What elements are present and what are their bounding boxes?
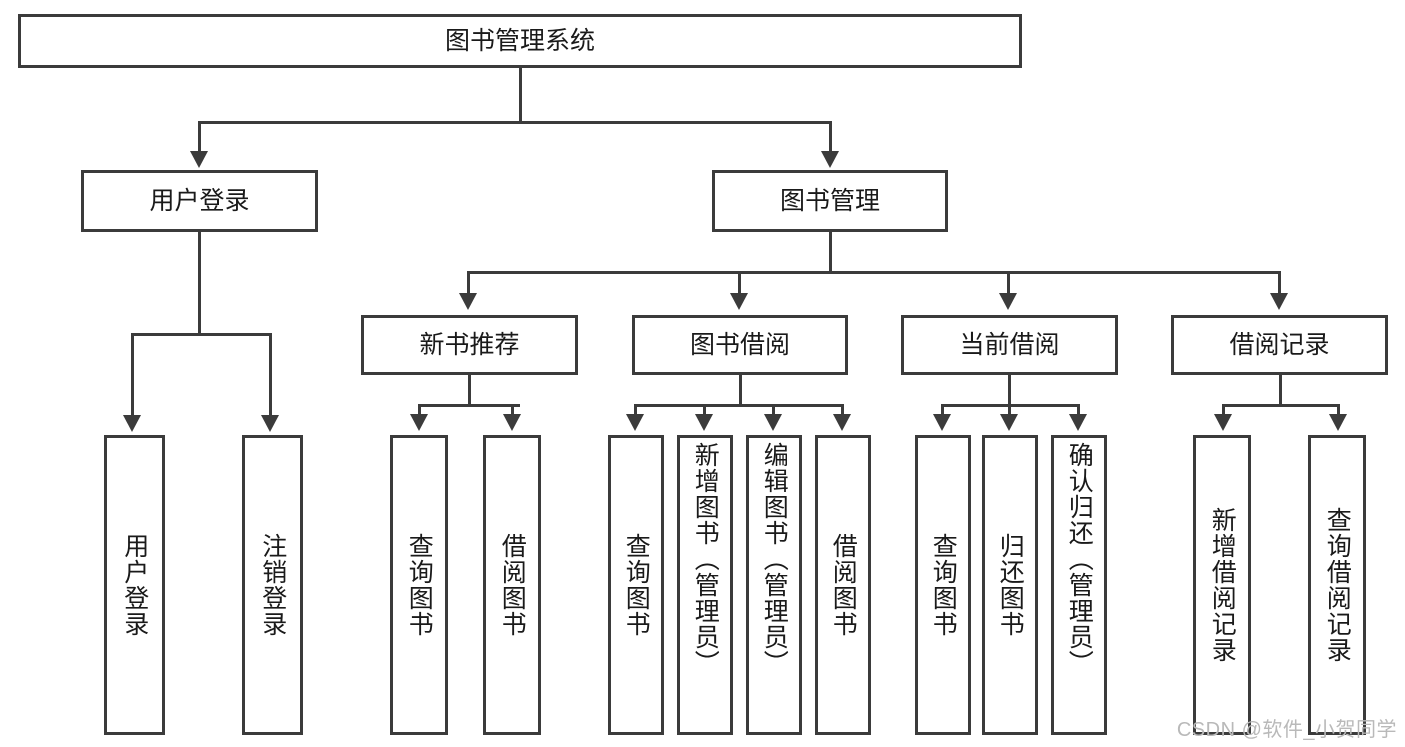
node-label: 确认归还（管理员）: [1065, 442, 1094, 676]
connector-cb-stem: [1008, 375, 1011, 406]
node-current-borrow[interactable]: 当前借阅: [901, 315, 1118, 375]
node-borrow-record[interactable]: 借阅记录: [1171, 315, 1388, 375]
connector-bb-to-leaf-2: [703, 404, 706, 416]
leaf-new-book-borrow-book[interactable]: 借阅图书: [483, 435, 541, 735]
leaf-new-book-query-book[interactable]: 查询图书: [390, 435, 448, 735]
connector-bb-to-leaf-3: [772, 404, 775, 416]
node-label: 借阅图书: [829, 533, 858, 637]
node-label: 图书管理: [779, 186, 880, 215]
connector-nbr-to-leaf-1: [418, 404, 421, 416]
connector-br-bus: [1222, 404, 1340, 407]
node-label: 用户登录: [120, 533, 149, 637]
connector-root-bus: [198, 121, 832, 124]
leaf-book-borrow-add-book-admin[interactable]: 新增图书（管理员）: [677, 435, 733, 735]
connector-bm-to-book-borrow: [738, 271, 741, 295]
arrow-bm-to-book-borrow: [730, 293, 748, 310]
connector-user-login-stem: [198, 232, 201, 333]
connector-root-to-book-management: [829, 121, 832, 153]
arrow-bm-to-borrow-record: [1270, 293, 1288, 310]
arrow-root-to-user-login: [190, 151, 208, 168]
arrow-user-login-to-leaf-2: [261, 415, 279, 432]
node-label: 归还图书: [996, 533, 1025, 637]
node-label: 借阅记录: [1229, 330, 1330, 359]
arrow-bb-to-leaf-4: [833, 414, 851, 431]
leaf-borrow-record-query-record[interactable]: 查询借阅记录: [1308, 435, 1366, 735]
node-label: 查询图书: [405, 533, 434, 637]
arrow-nbr-to-leaf-1: [410, 414, 428, 431]
node-user-login[interactable]: 用户登录: [81, 170, 318, 232]
node-label: 查询借阅记录: [1323, 507, 1352, 663]
connector-root-to-user-login: [198, 121, 201, 153]
connector-nbr-stem: [468, 375, 471, 406]
connector-bm-to-new-book-recommend: [467, 271, 470, 295]
node-book-borrow[interactable]: 图书借阅: [632, 315, 848, 375]
arrow-bb-to-leaf-3: [764, 414, 782, 431]
node-label: 查询图书: [929, 533, 958, 637]
node-label: 用户登录: [149, 186, 250, 215]
leaf-user-login-logout[interactable]: 注销登录: [242, 435, 303, 735]
leaf-user-login-login[interactable]: 用户登录: [104, 435, 165, 735]
connector-br-to-leaf-2: [1337, 404, 1340, 416]
leaf-book-borrow-query-book[interactable]: 查询图书: [608, 435, 664, 735]
connector-user-login-to-leaf-2: [269, 333, 272, 417]
connector-cb-to-leaf-3: [1077, 404, 1080, 416]
connector-bb-bus: [634, 404, 844, 407]
csdn-watermark: CSDN @软件_小贺同学: [1176, 719, 1397, 741]
arrow-cb-to-leaf-2: [1000, 414, 1018, 431]
arrow-user-login-to-leaf-1: [123, 415, 141, 432]
connector-br-to-leaf-1: [1222, 404, 1225, 416]
node-book-management[interactable]: 图书管理: [712, 170, 948, 232]
connector-book-management-bus: [467, 271, 1281, 274]
connector-nbr-bus: [418, 404, 520, 407]
connector-cb-to-leaf-1: [941, 404, 944, 416]
node-label: 注销登录: [258, 533, 287, 637]
arrow-br-to-leaf-1: [1214, 414, 1232, 431]
node-label: 图书借阅: [689, 330, 790, 359]
connector-bb-to-leaf-4: [841, 404, 844, 416]
arrow-nbr-to-leaf-2: [503, 414, 521, 431]
connector-bb-to-leaf-1: [634, 404, 637, 416]
node-label: 新增借阅记录: [1208, 507, 1237, 663]
node-label: 当前借阅: [959, 330, 1060, 359]
arrow-cb-to-leaf-1: [933, 414, 951, 431]
leaf-borrow-record-add-record[interactable]: 新增借阅记录: [1193, 435, 1251, 735]
connector-nbr-to-leaf-2: [511, 404, 514, 416]
leaf-current-borrow-return-book[interactable]: 归还图书: [982, 435, 1038, 735]
arrow-bm-to-current-borrow: [999, 293, 1017, 310]
leaf-book-borrow-borrow-book[interactable]: 借阅图书: [815, 435, 871, 735]
arrow-bb-to-leaf-1: [626, 414, 644, 431]
arrow-root-to-book-management: [821, 151, 839, 168]
arrow-bm-to-new-book-recommend: [459, 293, 477, 310]
connector-br-stem: [1279, 375, 1282, 406]
node-label: 新增图书（管理员）: [691, 442, 720, 676]
arrow-bb-to-leaf-2: [695, 414, 713, 431]
connector-bm-to-current-borrow: [1007, 271, 1010, 295]
connector-user-login-to-leaf-1: [131, 333, 134, 417]
connector-bm-to-borrow-record: [1278, 271, 1281, 295]
leaf-current-borrow-confirm-return-admin[interactable]: 确认归还（管理员）: [1051, 435, 1107, 735]
leaf-current-borrow-query-book[interactable]: 查询图书: [915, 435, 971, 735]
node-label: 图书管理系统: [444, 26, 595, 55]
node-label: 查询图书: [622, 533, 651, 637]
node-new-book-recommend[interactable]: 新书推荐: [361, 315, 578, 375]
node-root-book-management-system[interactable]: 图书管理系统: [18, 14, 1022, 68]
leaf-book-borrow-edit-book-admin[interactable]: 编辑图书（管理员）: [746, 435, 802, 735]
connector-cb-to-leaf-2: [1008, 404, 1011, 416]
arrow-cb-to-leaf-3: [1069, 414, 1087, 431]
arrow-br-to-leaf-2: [1329, 414, 1347, 431]
node-label: 新书推荐: [419, 330, 520, 359]
connector-book-management-stem: [829, 232, 832, 273]
node-label: 借阅图书: [498, 533, 527, 637]
connector-root-stem: [519, 68, 522, 121]
connector-bb-stem: [739, 375, 742, 406]
node-label: 编辑图书（管理员）: [760, 442, 789, 676]
connector-user-login-bus: [131, 333, 270, 336]
